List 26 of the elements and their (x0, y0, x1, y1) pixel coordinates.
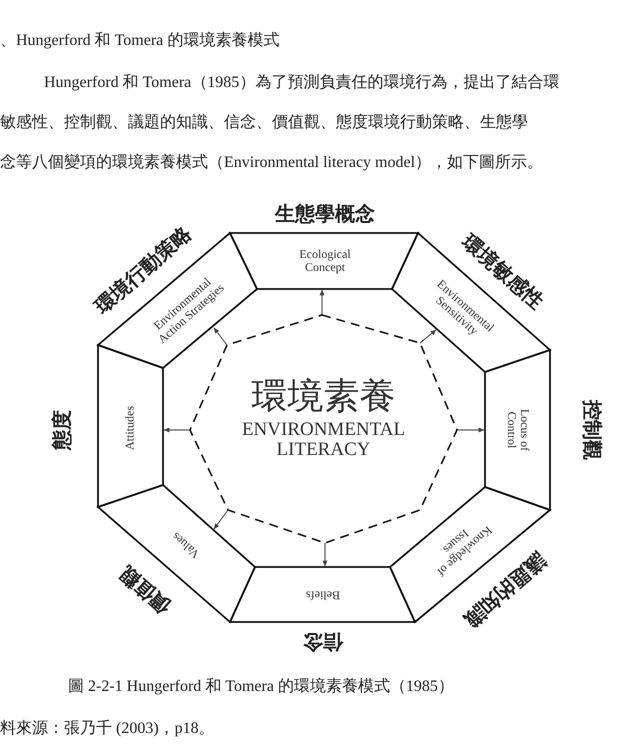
arrow (320, 289, 324, 316)
paragraph-line: 念等八個變項的環境素養模式（Environmental literacy model），如下圖所示。 (0, 152, 544, 173)
arrow (214, 328, 228, 346)
arrow (420, 330, 436, 344)
panel-label: Attitudes (123, 405, 137, 452)
arrow (214, 510, 228, 530)
trapezoid-panel (98, 485, 255, 622)
outer-label: 態度 (48, 410, 74, 450)
figure-caption: 圖 2-2-1 Hungerford 和 Tomera 的環境素養模式（1985） (68, 676, 454, 697)
section-heading: 、Hungerford 和 Tomera 的環境素養模式 (0, 30, 280, 51)
outer-label: 價值觀 (114, 560, 176, 620)
panel-label: Beliefs (305, 588, 341, 602)
outer-label: 控制觀 (580, 400, 606, 460)
panel-label: Locus of Control (504, 408, 532, 454)
arrow (322, 542, 328, 567)
arrow (163, 428, 190, 432)
center-title: 環境素養 (250, 375, 396, 419)
panel-label: Ecological Concept (298, 248, 352, 274)
source-note: 料來源：張乃千 (2003)，p18。 (0, 718, 215, 739)
paragraph-line: Hungerford 和 Tomera（1985）為了預測負責任的環境行為，提出了結合環 (44, 72, 560, 93)
arrow (456, 428, 485, 432)
outer-label: 信念 (303, 630, 343, 656)
trapezoid-panel (392, 233, 550, 372)
outer-label: 生態學概念 (275, 200, 375, 228)
center-subtitle: ENVIRONMENTAL LITERACY (240, 420, 406, 460)
paragraph-line: 敏感性、控制觀、議題的知識、信念、價值觀、態度環境行動策略、生態學 (0, 112, 528, 133)
